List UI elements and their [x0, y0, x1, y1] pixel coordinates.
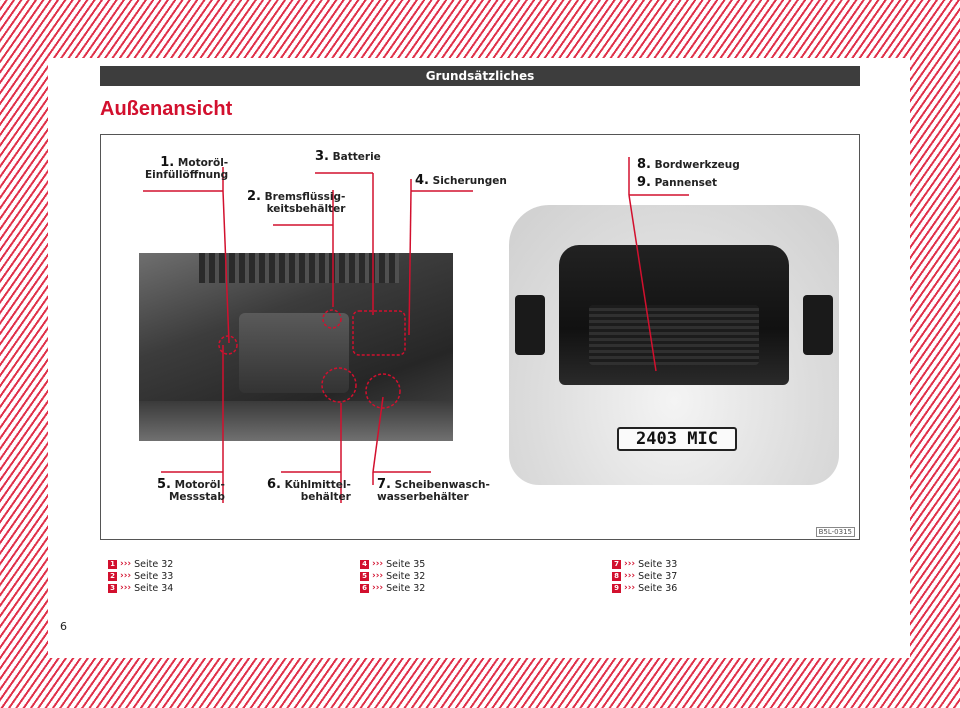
page: Grundsätzliches Außenansicht 2403 MIC: [48, 58, 910, 658]
ref-row[interactable]: 8›››Seite 37: [612, 570, 677, 582]
ref-text: Seite 32: [386, 582, 426, 594]
label-3: 3. Batterie: [315, 149, 381, 164]
taillight-left: [515, 295, 545, 355]
label-4: 4. Sicherungen: [415, 173, 507, 188]
label-9: 9. Pannenset: [637, 175, 718, 190]
ref-number-badge: 8: [612, 571, 621, 581]
ref-text: Seite 36: [638, 582, 678, 594]
ref-text: Seite 32: [386, 570, 426, 582]
engine-cover: [239, 313, 349, 393]
arrow-icon: ›››: [372, 571, 384, 581]
ref-row[interactable]: 2›››Seite 33: [108, 570, 173, 582]
label-7: 7. Scheibenwasch- wasserbehälter: [377, 477, 490, 503]
engine-grille: [199, 253, 399, 283]
figure-code: B5L-0315: [815, 527, 855, 537]
ref-row[interactable]: 7›››Seite 33: [612, 558, 677, 570]
ref-row[interactable]: 3›››Seite 34: [108, 582, 173, 594]
label-6: 6. Kühlmittel- behälter: [267, 477, 351, 503]
arrow-icon: ›››: [120, 571, 132, 581]
section-header: Grundsätzliches: [100, 66, 860, 86]
arrow-icon: ›››: [624, 571, 636, 581]
ref-column-2: 4›››Seite 35 5›››Seite 32 6›››Seite 32: [360, 558, 425, 594]
trunk-floor: [589, 305, 759, 365]
ref-number-badge: 4: [360, 559, 369, 569]
car-rear-image: 2403 MIC: [509, 205, 839, 485]
page-references: 1›››Seite 32 2›››Seite 33 3›››Seite 34 4…: [100, 558, 860, 598]
ref-text: Seite 33: [134, 570, 174, 582]
engine-bay-image: [139, 253, 453, 441]
ref-row[interactable]: 4›››Seite 35: [360, 558, 425, 570]
taillight-right: [803, 295, 833, 355]
engine-front-panel: [139, 401, 453, 441]
ref-number-badge: 5: [360, 571, 369, 581]
ref-row[interactable]: 9›››Seite 36: [612, 582, 677, 594]
ref-text: Seite 37: [638, 570, 678, 582]
section-header-text: Grundsätzliches: [425, 69, 535, 83]
ref-row[interactable]: 5›››Seite 32: [360, 570, 425, 582]
label-2: 2. Bremsflüssig- keitsbehälter: [247, 189, 346, 215]
arrow-icon: ›››: [372, 583, 384, 593]
arrow-icon: ›››: [372, 559, 384, 569]
page-number: 6: [60, 620, 67, 633]
ref-number-badge: 2: [108, 571, 117, 581]
ref-column-3: 7›››Seite 33 8›››Seite 37 9›››Seite 36: [612, 558, 677, 594]
ref-number-badge: 3: [108, 583, 117, 593]
ref-text: Seite 32: [134, 558, 174, 570]
page-title: Außenansicht: [100, 98, 233, 120]
callout-lines: [143, 157, 689, 503]
ref-text: Seite 33: [638, 558, 678, 570]
ref-text: Seite 34: [134, 582, 174, 594]
figure-exterior-view: 2403 MIC: [100, 134, 860, 540]
label-5: 5. Motoröl- Messstab: [157, 477, 225, 503]
ref-number-badge: 7: [612, 559, 621, 569]
arrow-icon: ›››: [120, 559, 132, 569]
ref-number-badge: 9: [612, 583, 621, 593]
label-8: 8. Bordwerkzeug: [637, 157, 740, 172]
ref-text: Seite 35: [386, 558, 426, 570]
ref-row[interactable]: 1›››Seite 32: [108, 558, 173, 570]
ref-column-1: 1›››Seite 32 2›››Seite 33 3›››Seite 34: [108, 558, 173, 594]
ref-row[interactable]: 6›››Seite 32: [360, 582, 425, 594]
ref-number-badge: 1: [108, 559, 117, 569]
arrow-icon: ›››: [624, 583, 636, 593]
arrow-icon: ›››: [624, 559, 636, 569]
trunk-opening: [559, 245, 789, 385]
arrow-icon: ›››: [120, 583, 132, 593]
ref-number-badge: 6: [360, 583, 369, 593]
label-1: 1. Motoröl- Einfüllöffnung: [145, 155, 229, 181]
license-plate: 2403 MIC: [617, 427, 737, 451]
